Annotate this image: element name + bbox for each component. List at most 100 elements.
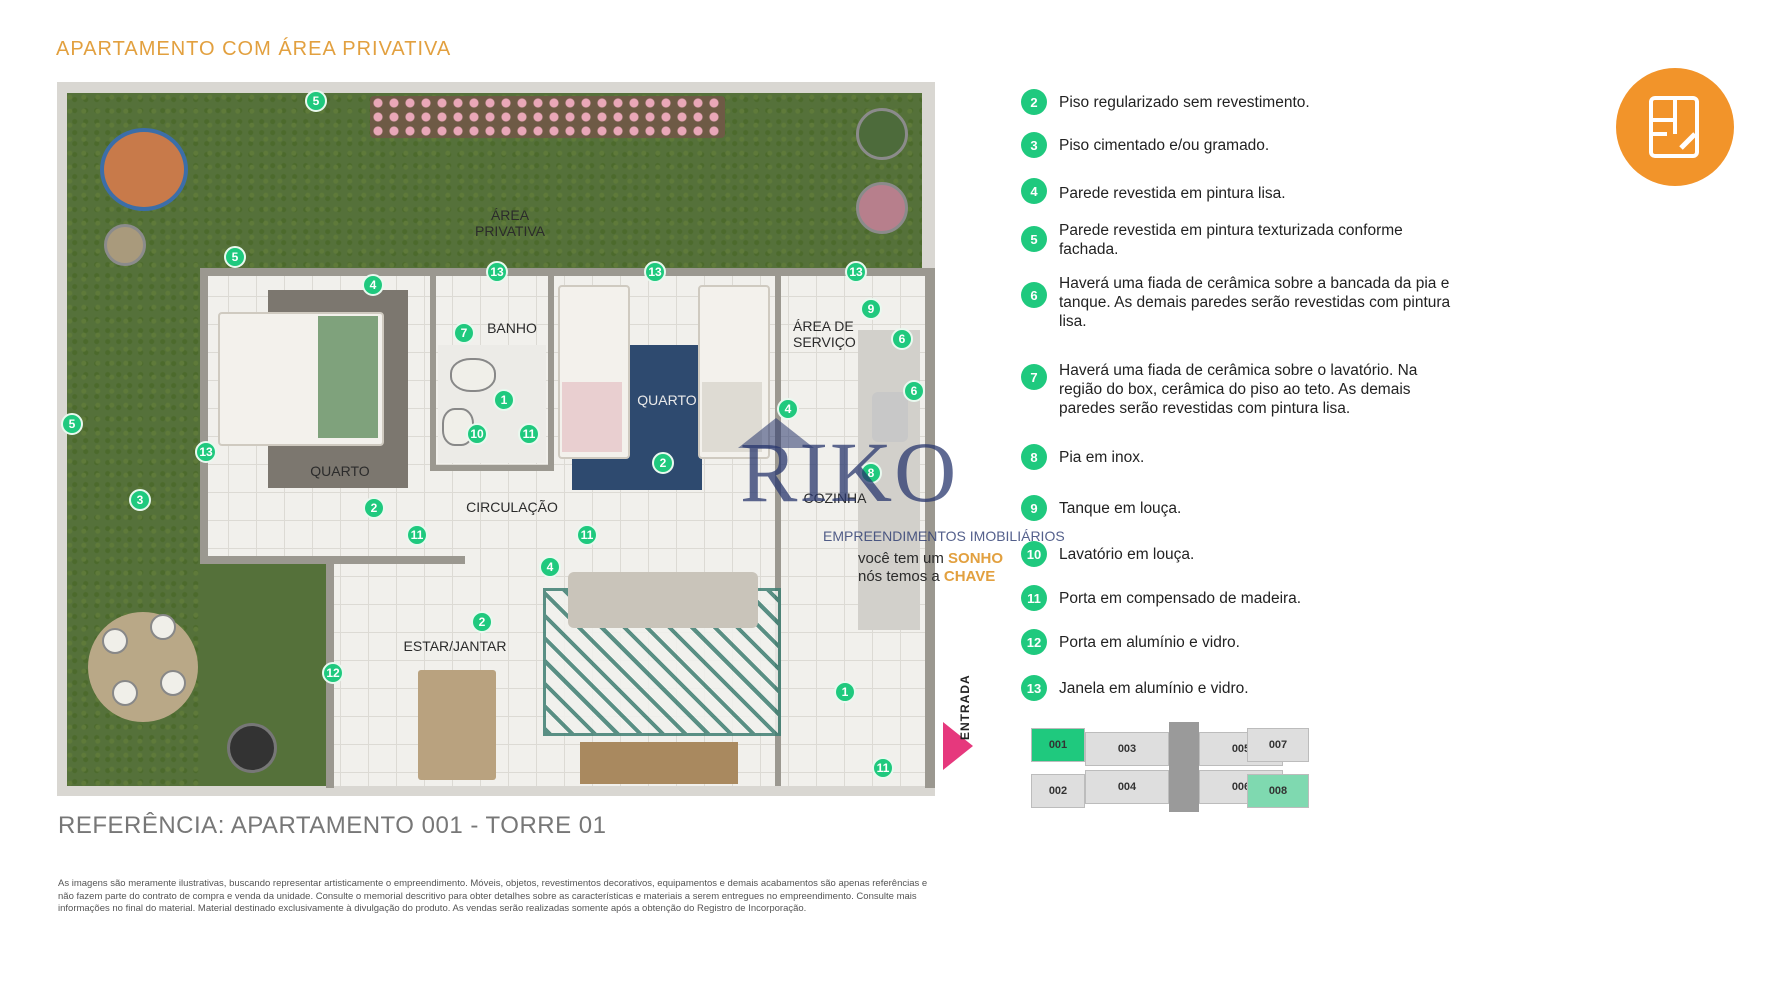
slogan-text-2: nós temos a	[858, 568, 940, 585]
plant-pot	[856, 108, 908, 160]
plan-marker: 11	[576, 524, 598, 546]
plan-marker: 13	[195, 441, 217, 463]
single-bed-left	[558, 285, 630, 459]
room-label-banho: BANHO	[487, 320, 537, 336]
legend-number: 10	[1021, 541, 1047, 567]
legend-number: 4	[1021, 178, 1047, 204]
barbecue-grill	[227, 723, 277, 773]
legend-text: Parede revestida em pintura lisa.	[1059, 185, 1286, 202]
legend-text: Haverá uma fiada de cerâmica sobre a ban…	[1059, 275, 1451, 330]
legend-number: 6	[1021, 282, 1047, 308]
plan-marker: 4	[362, 274, 384, 296]
plan-marker: 5	[305, 90, 327, 112]
legend-number: 2	[1021, 89, 1047, 115]
flower-pot	[856, 182, 908, 234]
unit-008[interactable]: 008	[1247, 774, 1309, 808]
wall	[925, 268, 935, 788]
watermark-logo: RIKO	[740, 424, 959, 520]
outdoor-chair	[112, 680, 138, 706]
legend-text: Haverá uma fiada de cerâmica sobre o lav…	[1059, 362, 1418, 417]
plan-marker: 12	[322, 662, 344, 684]
room-label-circulacao: CIRCULAÇÃO	[466, 499, 558, 515]
legend-number: 9	[1021, 495, 1047, 521]
slogan-highlight-2: CHAVE	[943, 568, 996, 585]
legend-text: Lavatório em louça.	[1059, 546, 1195, 563]
outdoor-table	[88, 612, 198, 722]
watermark-slogan: você tem um SONHO nós temos a CHAVE	[858, 550, 1003, 586]
plan-marker: 2	[363, 497, 385, 519]
plan-marker: 5	[61, 413, 83, 435]
unit-004[interactable]: 004	[1085, 770, 1169, 804]
plan-marker: 4	[777, 398, 799, 420]
plan-marker: 7	[453, 322, 475, 344]
plan-marker: 13	[644, 261, 666, 283]
legend-text: Piso cimentado e/ou gramado.	[1059, 137, 1270, 154]
room-label-area-servico: ÁREA DE SERVIÇO	[793, 318, 856, 350]
slogan-highlight-1: SONHO	[948, 550, 1004, 567]
plan-marker: 4	[539, 556, 561, 578]
plan-marker: 5	[224, 246, 246, 268]
plan-marker: 2	[652, 452, 674, 474]
unit-001[interactable]: 001	[1031, 728, 1085, 762]
entrance-arrow-icon	[943, 722, 973, 770]
legend-text: Porta em compensado de madeira.	[1059, 590, 1302, 607]
reference-title: REFERÊNCIA: APARTAMENTO 001 - TORRE 01	[58, 812, 607, 839]
plan-marker: 1	[834, 681, 856, 703]
plan-marker: 13	[845, 261, 867, 283]
plan-marker: 8	[860, 462, 882, 484]
watermark-roof-icon	[738, 418, 814, 448]
double-bed	[218, 312, 384, 446]
building-core	[1169, 722, 1199, 812]
plan-marker: 13	[486, 261, 508, 283]
room-label-area-privativa: ÁREA PRIVATIVA	[474, 207, 545, 239]
legend-number: 7	[1021, 364, 1047, 390]
legend-text: Janela em alumínio e vidro.	[1059, 680, 1249, 697]
toilet	[450, 358, 496, 392]
plan-marker: 6	[903, 380, 925, 402]
plan-marker: 11	[518, 423, 540, 445]
legend-text: Porta em alumínio e vidro.	[1059, 634, 1240, 651]
plan-marker: 10	[466, 423, 488, 445]
outdoor-chair	[102, 628, 128, 654]
unit-007[interactable]: 007	[1247, 728, 1309, 762]
wall	[200, 268, 208, 564]
legend-text: Pia em inox.	[1059, 449, 1145, 466]
room-label-estar-jantar: ESTAR/JANTAR	[403, 638, 507, 654]
legend-number: 11	[1021, 585, 1047, 611]
page-title: APARTAMENTO COM ÁREA PRIVATIVA	[56, 38, 452, 60]
wall	[548, 276, 554, 471]
unit-003[interactable]: 003	[1085, 732, 1169, 766]
room-label-quarto-1: QUARTO	[310, 463, 370, 479]
plan-marker: 11	[872, 757, 894, 779]
entrance-label: ENTRADA	[958, 674, 972, 740]
sink	[872, 392, 908, 442]
hammock-chair	[100, 128, 188, 211]
plan-marker: 9	[860, 298, 882, 320]
wall	[430, 276, 436, 471]
legend-text: Piso regularizado sem revestimento.	[1059, 94, 1310, 111]
room-label-quarto-2: QUARTO	[637, 392, 697, 408]
legend-text: Parede revestida em pintura texturizada …	[1059, 222, 1403, 258]
side-table	[104, 224, 146, 266]
legend-number: 8	[1021, 444, 1047, 470]
unit-002[interactable]: 002	[1031, 774, 1085, 808]
room-label-cozinha: COZINHA	[803, 490, 867, 506]
legend-number: 13	[1021, 675, 1047, 701]
outdoor-chair	[160, 670, 186, 696]
plan-marker: 2	[471, 611, 493, 633]
outdoor-chair	[150, 614, 176, 640]
flower-bed	[370, 96, 725, 138]
slogan-text-1: você tem um	[858, 550, 944, 567]
watermark-subtitle: EMPREENDIMENTOS IMOBILIÁRIOS	[823, 528, 1065, 544]
wall	[430, 465, 548, 471]
legend-number: 3	[1021, 132, 1047, 158]
floorplan-edit-icon[interactable]	[1616, 68, 1734, 186]
plan-marker: 3	[129, 489, 151, 511]
floorplan-edit-icon-glyph	[1649, 96, 1699, 158]
plan-marker: 1	[493, 389, 515, 411]
unit-location-map: 001 003 005 007 002 004 006 008	[1021, 722, 1311, 812]
dining-table	[418, 670, 496, 780]
unit-005[interactable]: 005	[1199, 732, 1283, 766]
wall	[200, 268, 935, 276]
sofa	[568, 572, 758, 628]
